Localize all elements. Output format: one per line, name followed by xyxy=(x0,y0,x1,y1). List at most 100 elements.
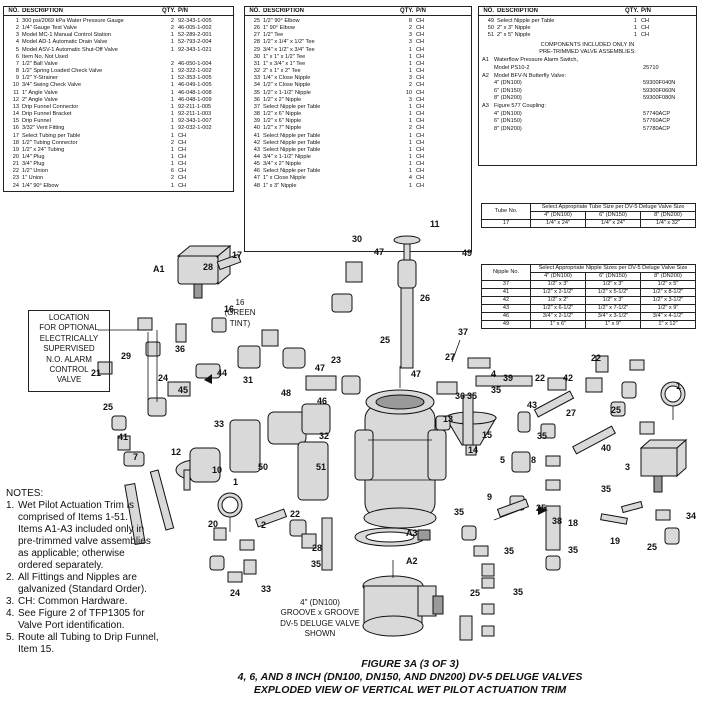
part-number: 8 xyxy=(15,68,19,75)
part-description: 1/2" 90° Elbow xyxy=(263,18,300,24)
part-description: 1/2" x 7" Nipple xyxy=(263,125,302,132)
nipple-size-table: Nipple No. Select Appropriate Nipple Siz… xyxy=(481,264,696,329)
part-description: 1/2" Y-Strainer xyxy=(22,75,58,82)
note-number xyxy=(6,548,18,560)
deluge-valve-body xyxy=(354,389,447,529)
part-label: 24 xyxy=(230,588,240,598)
part-label: 46 xyxy=(317,396,327,406)
note-text: CH: Common Hardware. xyxy=(18,596,128,607)
part-description: 1/4" Plug xyxy=(22,153,45,160)
note-line: ordered separately. xyxy=(6,560,186,572)
part-label: 35 xyxy=(504,546,514,556)
component-description: Figure 577 Coupling: xyxy=(494,103,546,110)
nipple-size-value: 1" x 9" xyxy=(585,320,641,329)
nipple-size-value: 1/2" x 2" xyxy=(530,296,586,305)
component-row: 4" (DN100)59300F040N xyxy=(479,80,696,88)
component-key: A2 xyxy=(482,72,489,79)
part-number: 45 xyxy=(253,161,260,168)
valve-shown-line: GROOVE x GROOVE xyxy=(280,608,360,618)
tube-size-table: Tube No. Select Appropriate Tube Size pe… xyxy=(481,203,697,228)
component-row: 8" (DN200)57780ACP xyxy=(479,126,696,134)
part-pn: CH xyxy=(416,25,425,32)
component-key xyxy=(482,118,494,126)
part-quantity: 1 xyxy=(170,103,174,110)
part-number: 44 xyxy=(253,153,260,160)
part-pn: CH xyxy=(416,125,425,132)
component-key xyxy=(482,80,494,88)
part-quantity: 1 xyxy=(408,60,412,67)
part-pn: CH xyxy=(416,82,425,89)
part-number: 11 xyxy=(13,89,19,96)
part-description: 1/4" Gauge Test Valve xyxy=(22,25,77,32)
part-label: 8 xyxy=(531,455,536,465)
part-number: 29 xyxy=(253,46,260,53)
part-number: 16 xyxy=(12,125,19,132)
nipple-size-value: 1/2" x 5-1/2" xyxy=(585,288,641,297)
part-pn: CH xyxy=(416,96,425,103)
nipple-no-header: Nipple No. xyxy=(481,264,531,281)
note-text: pre-trimmed valve assemblies xyxy=(18,536,151,547)
part-description: 1/2" Tubing Connector xyxy=(22,139,78,146)
part-quantity: 3 xyxy=(408,75,412,82)
part-description: Select Nipple per Table xyxy=(263,132,321,139)
part-number: 14 xyxy=(12,111,19,118)
nipple-size-value: 3/4" x 2-1/2" xyxy=(530,312,586,321)
part-description: 3/32" Vent Fitting xyxy=(22,125,65,132)
part-quantity: 1 xyxy=(408,132,412,139)
note-number xyxy=(6,644,18,656)
part-number: 27 xyxy=(253,32,260,39)
component-key xyxy=(482,126,494,134)
part-pn: 92-322-1-002 xyxy=(178,68,212,75)
nipple-size-value: 1/2" x 5" xyxy=(640,280,696,289)
part-quantity: 1 xyxy=(170,82,174,89)
part-description: Item No. Not Used xyxy=(22,53,69,60)
part-description: Select Tubing per Table xyxy=(22,132,81,139)
part-label: 1 xyxy=(233,477,238,487)
part-label: 45 xyxy=(178,385,188,395)
part-pn: 46-048-1-009 xyxy=(178,96,212,103)
part-label: A2 xyxy=(406,556,418,566)
component-description: 8" (DN200) xyxy=(494,95,522,102)
part-description: 1/2" x 6" Nipple xyxy=(263,111,302,118)
part-label: 35 xyxy=(568,545,578,555)
part-description: Select Nipple per Table xyxy=(263,103,321,110)
component-description: 4" (DN100) xyxy=(494,80,522,87)
coupling-a3 xyxy=(354,527,431,547)
note-number: 2. xyxy=(6,572,15,583)
component-key xyxy=(482,95,494,103)
component-pn: 57780ACP xyxy=(643,125,671,132)
part-pn: CH xyxy=(416,111,425,118)
tube-size-header: Select Appropriate Tube Size per DV-5 De… xyxy=(530,203,696,212)
part-quantity: 3 xyxy=(408,39,412,46)
part-description: 1" Union xyxy=(22,175,44,182)
part-quantity: 1 xyxy=(170,161,174,168)
part-number: 23 xyxy=(12,175,19,182)
tube-item-number: 17 xyxy=(481,219,531,228)
part-number: 24 xyxy=(12,182,19,189)
part-description: 3/4" x 1-1/2" Nipple xyxy=(263,153,311,160)
part-pn: CH xyxy=(416,32,425,39)
component-pn xyxy=(643,57,693,65)
part-quantity xyxy=(162,54,178,61)
part-pn: 52-353-1-005 xyxy=(178,75,212,82)
part-quantity: 2 xyxy=(408,125,412,132)
part-quantity: 6 xyxy=(170,168,174,175)
